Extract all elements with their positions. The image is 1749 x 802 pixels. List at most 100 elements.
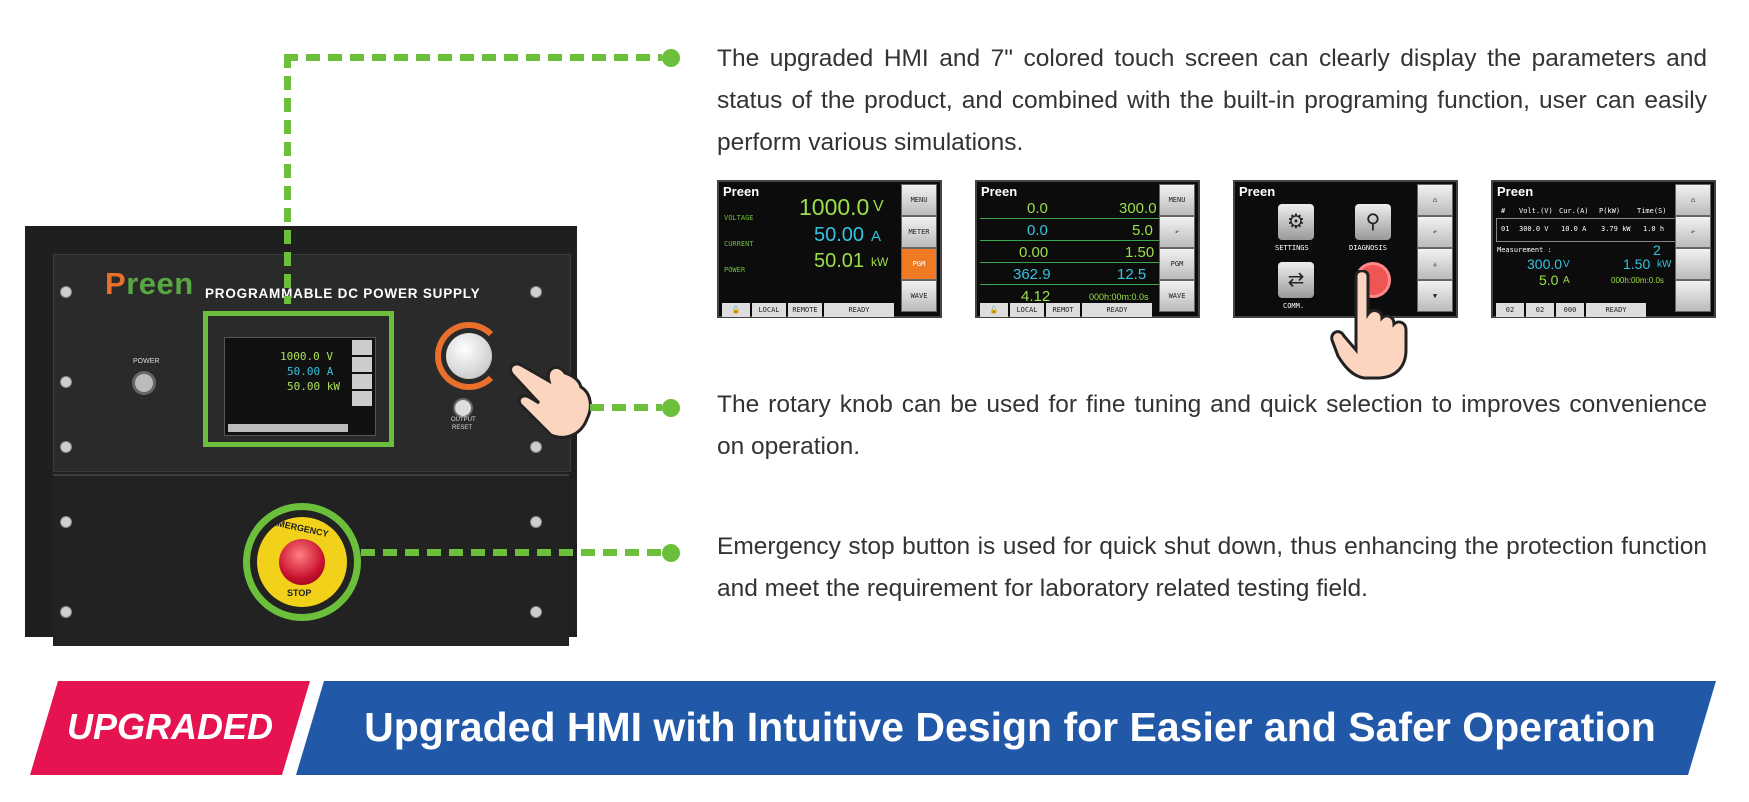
- home-icon[interactable]: ⌂: [1417, 184, 1453, 216]
- row-divider: [980, 262, 1168, 263]
- rotate-arrows-icon: [435, 322, 503, 390]
- timer: 000h:00m:0.0s: [1089, 292, 1149, 302]
- col-header: P(kW): [1599, 207, 1621, 215]
- magnifier-icon[interactable]: ⚲: [1355, 204, 1391, 240]
- hmi-description: The upgraded HMI and 7" colored touch sc…: [717, 45, 1707, 156]
- screw-icon: [60, 286, 72, 298]
- screen-sequence-view: Preen # Volt.(V) Cur.(A) P(kW) Time(S) 0…: [1491, 180, 1716, 318]
- meas-voltage-unit: V: [1563, 259, 1570, 270]
- pgm-button[interactable]: PGM: [1159, 248, 1195, 280]
- hmi-touch-screen[interactable]: 1000.0 V 50.00 A 50.00 kW: [224, 337, 376, 436]
- connector-dot: [662, 49, 680, 67]
- meas-voltage: 362.9: [1013, 266, 1051, 283]
- local-button[interactable]: LOCAL: [1010, 303, 1044, 317]
- row-divider: [980, 240, 1168, 241]
- wave-button[interactable]: WAVE: [1159, 280, 1195, 312]
- set-power: 0.00: [1019, 244, 1049, 261]
- home-icon[interactable]: ⌂: [1675, 184, 1711, 216]
- measurement-label: Measurement :: [1497, 246, 1552, 254]
- lock-icon[interactable]: 🔓: [722, 303, 750, 317]
- table-row[interactable]: 01 300.0 V 10.0 A 3.79 kW 1.0 h: [1496, 218, 1680, 242]
- power-label: POWER: [724, 266, 746, 274]
- back-icon[interactable]: ↶: [1159, 216, 1195, 248]
- screw-icon: [530, 286, 542, 298]
- mini-voltage: 1000.0 V: [280, 350, 333, 363]
- up-arrow-icon[interactable]: ▲: [1417, 248, 1453, 280]
- blank-button[interactable]: [1675, 280, 1711, 312]
- screen-brand: Preen: [981, 184, 1018, 199]
- down-arrow-icon[interactable]: ▼: [1417, 280, 1453, 312]
- mini-menu-button[interactable]: [352, 340, 372, 355]
- power-switch[interactable]: [132, 371, 156, 395]
- set-current: 0.0: [1027, 222, 1048, 239]
- preen-logo: Preen: [105, 266, 194, 301]
- ready-status: READY: [824, 303, 894, 317]
- menu-button[interactable]: MENU: [901, 184, 937, 216]
- counter: 02: [1496, 303, 1524, 317]
- knob-description: The rotary knob can be used for fine tun…: [717, 391, 1707, 460]
- step-count: 2: [1653, 242, 1661, 258]
- counter: 000: [1556, 303, 1584, 317]
- limit-current: 5.0: [1132, 222, 1153, 239]
- connector-dot: [662, 399, 680, 417]
- col-header: Time(S): [1637, 207, 1667, 215]
- mini-power: 50.00 kW: [287, 380, 340, 393]
- estop-bottom-text: STOP: [287, 588, 312, 598]
- wave-button[interactable]: WAVE: [901, 280, 937, 312]
- remote-button[interactable]: REMOTE: [788, 303, 822, 317]
- headline-banner: [296, 681, 1716, 775]
- mini-current: 50.00 A: [287, 365, 334, 378]
- screen-settings-menu: Preen ⚙ SETTINGS ⚲ DIAGNOSIS ⇄ COMM. ⌂ ↶…: [1233, 180, 1458, 318]
- meas-current-unit: A: [1563, 275, 1570, 286]
- set-voltage: 0.0: [1027, 200, 1048, 217]
- power-value: 50.01: [814, 250, 865, 272]
- meas-power-unit: kW: [1657, 259, 1672, 270]
- menu-button[interactable]: MENU: [1159, 184, 1195, 216]
- meter-button[interactable]: METER: [901, 216, 937, 248]
- lock-icon[interactable]: 🔓: [980, 303, 1008, 317]
- counter: 02: [1526, 303, 1554, 317]
- screw-icon: [60, 376, 72, 388]
- meas-power: 1.50: [1623, 256, 1651, 272]
- screw-icon: [530, 606, 542, 618]
- upgraded-tag-text: UPGRADED: [66, 706, 273, 747]
- table-cell: 300.0 V: [1519, 225, 1549, 233]
- mini-status-bar: [228, 424, 348, 432]
- power-supply-device: Preen PROGRAMMABLE DC POWER SUPPLY POWER…: [25, 226, 577, 646]
- table-cell: 01: [1501, 225, 1510, 233]
- comm-arrows-icon[interactable]: ⇄: [1278, 262, 1314, 298]
- hand-pointer-icon: [509, 362, 592, 439]
- voltage-unit: V: [873, 198, 884, 215]
- power-unit: kW: [871, 255, 889, 269]
- output-reset-button[interactable]: [453, 398, 473, 418]
- diagnosis-label: DIAGNOSIS: [1349, 244, 1387, 252]
- voltage-label: VOLTAGE: [724, 214, 754, 222]
- screen-meter-view: Preen VOLTAGE CURRENT POWER 1000.0 V 50.…: [717, 180, 942, 318]
- estop-description: Emergency stop button is used for quick …: [717, 533, 1707, 602]
- back-icon[interactable]: ↶: [1675, 216, 1711, 248]
- hmi-highlight-frame: [203, 311, 394, 447]
- row-divider: [980, 284, 1168, 285]
- emergency-stop-button[interactable]: [279, 539, 325, 585]
- local-button[interactable]: LOCAL: [752, 303, 786, 317]
- mini-pgm-button[interactable]: [352, 374, 372, 389]
- meas-voltage: 300.0: [1527, 256, 1563, 272]
- mini-meter-button[interactable]: [352, 357, 372, 372]
- col-header: Volt.(V): [1519, 207, 1553, 215]
- mini-wave-button[interactable]: [352, 391, 372, 406]
- pgm-button[interactable]: PGM: [901, 248, 937, 280]
- gear-icon[interactable]: ⚙: [1278, 204, 1314, 240]
- screen-brand: Preen: [1239, 184, 1276, 199]
- remote-button[interactable]: REMOT: [1046, 303, 1080, 317]
- voltage-value: 1000.0: [799, 194, 870, 220]
- blank-button[interactable]: [1675, 248, 1711, 280]
- meas-current: 5.0: [1539, 272, 1559, 288]
- rotary-knob[interactable]: [446, 333, 492, 379]
- back-icon[interactable]: ↶: [1417, 216, 1453, 248]
- current-value: 50.00: [814, 224, 865, 246]
- screen-brand: Preen: [1497, 184, 1534, 199]
- screen-brand: Preen: [723, 184, 760, 199]
